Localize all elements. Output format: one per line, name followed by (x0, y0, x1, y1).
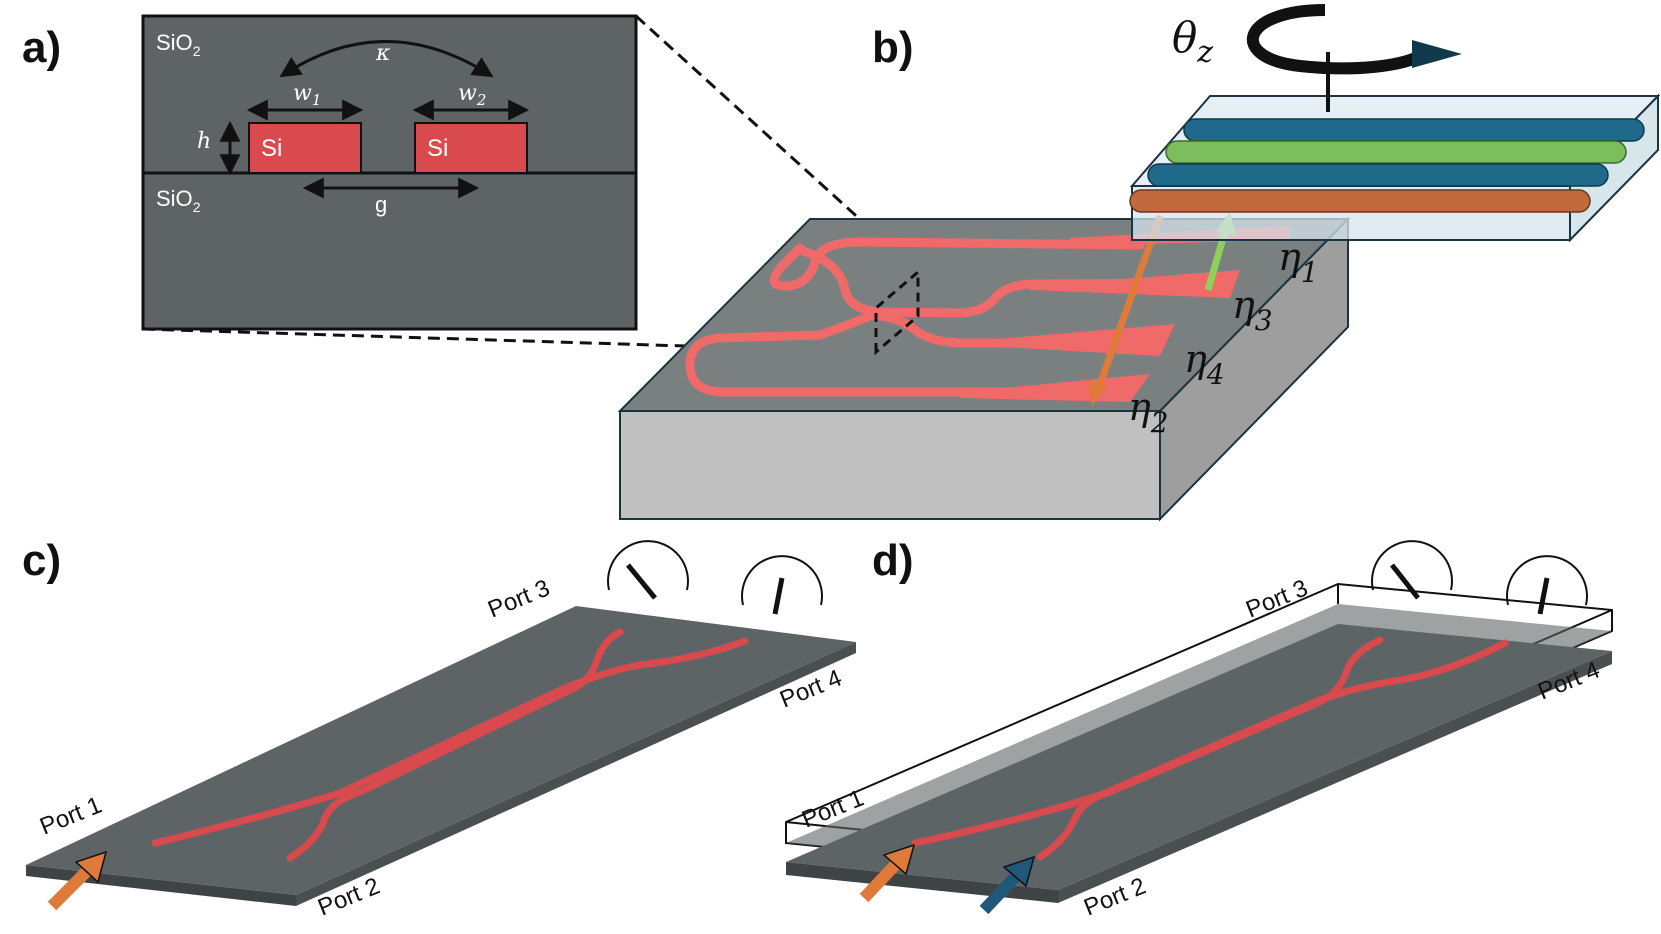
eta3-label: η3 (1232, 283, 1273, 337)
coupler-d: Port 1 Port 2 Port 3 Port 4 (785, 540, 1613, 922)
coupler-c-side (296, 642, 856, 906)
silicon-core-2 (414, 122, 528, 174)
coupler-c-waveguides (151, 628, 749, 862)
coupler-c-port3: Port 3 (484, 575, 553, 624)
height-label: h (197, 129, 211, 154)
eta2-label: η2 (1128, 385, 1169, 439)
panel-label-c: c) (22, 536, 61, 585)
coupler-d-top-overlay (786, 604, 1612, 870)
coupler-d-front (786, 862, 1058, 903)
coupler-c-detector-1 (607, 540, 689, 600)
panel-label-a: a) (22, 23, 61, 72)
cladding-bottom-label: SiO2 (156, 186, 201, 215)
coupler-c-detector-2 (741, 555, 823, 615)
w1-label: w1 (293, 81, 321, 109)
panel-label-b: b) (872, 23, 914, 72)
fiber-blue-2 (1147, 163, 1609, 187)
coupler-c-input-arrow-head (74, 850, 108, 884)
coupler-c: Port 1 Port 2 Port 3 Port 4 (26, 540, 856, 922)
taper-eta4 (985, 324, 1175, 356)
coupler-d-waveguides (911, 636, 1509, 861)
zoom-line-top (634, 14, 920, 274)
orange-coupling-arrow (1094, 214, 1164, 392)
panel-label-d: d) (872, 536, 914, 585)
eta4-label: η4 (1184, 337, 1225, 391)
core-2-label: Si (427, 135, 448, 162)
cladding-top-label: SiO2 (156, 30, 201, 59)
coupler-d-detector-1 (1371, 540, 1453, 600)
orange-arrow-head (1088, 380, 1108, 405)
coupler-d-side (1058, 651, 1612, 903)
rotation-arrow (1246, 4, 1423, 75)
eta1-label: η1 (1278, 235, 1319, 289)
rotation-arrow-head (1412, 40, 1462, 68)
core-1-label: Si (261, 135, 282, 162)
fiber-green (1165, 140, 1627, 164)
chip-front-face (619, 410, 1161, 520)
fiber-blue-1 (1183, 118, 1645, 142)
silicon-core-1 (248, 122, 362, 174)
coupler-d-orange-arrow-head (882, 843, 916, 876)
rotation-label: θz (1172, 13, 1213, 70)
cross-section: SiO2 SiO2 Si Si κ w1 w2 h g (141, 14, 638, 331)
coupler-d-detector-2 (1506, 555, 1588, 615)
w2-label: w2 (458, 81, 486, 109)
coupler-d-input-arrow-orange (859, 857, 903, 903)
fiber-array: θz (1129, 4, 1661, 243)
gap-label: g (375, 192, 387, 217)
coupler-d-port3: Port 3 (1242, 575, 1311, 624)
chip-waveguides (685, 237, 1185, 397)
coupler-d-blue-arrow-head (1002, 855, 1036, 888)
coupler-d-input-arrow-blue (979, 869, 1023, 915)
photonic-chip (617, 212, 1351, 522)
kappa-label: κ (375, 41, 391, 66)
fiber-orange (1129, 189, 1591, 213)
coupler-c-input-arrow (47, 865, 93, 911)
kappa-arrow (279, 40, 494, 78)
